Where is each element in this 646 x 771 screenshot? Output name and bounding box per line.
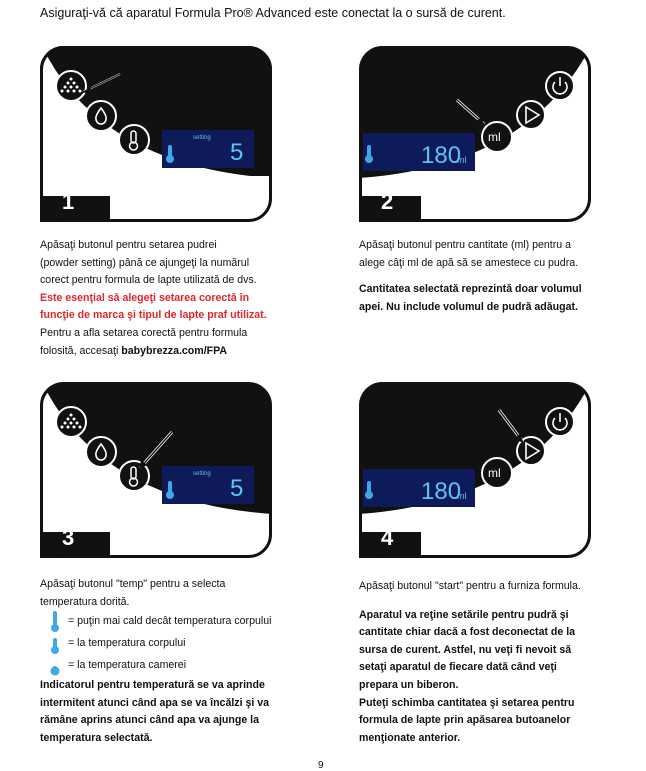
warning-line: funcţie de marca şi tipul de lapte praf …	[40, 309, 267, 322]
warning-line: Este esenţial să alegeţi setarea corectă…	[40, 291, 250, 304]
text-line: Apăsaţi butonul "temp" pentru a selecta	[40, 578, 226, 590]
text-line: Apăsaţi butonul pentru cantitate (ml) pe…	[359, 239, 571, 251]
panel-step-4: ml 4 180 ml	[359, 382, 591, 558]
text-line: Apăsaţi butonul pentru setarea pudrei	[40, 239, 217, 251]
legend-text: = la temperatura camerei	[68, 659, 187, 672]
step-number: 4	[381, 525, 394, 550]
display-value: 5	[230, 475, 243, 502]
step-number: 1	[62, 189, 74, 214]
ml-button-label: ml	[488, 130, 501, 144]
intro-text: Asiguraţi-vă că aparatul Formula Pro® Ad…	[40, 6, 506, 20]
text-line: corect pentru formula de lapte utilizată…	[40, 274, 257, 287]
note-line: intermitent atunci când apa se va încălz…	[40, 696, 270, 709]
step-number: 2	[381, 189, 393, 214]
text-line: Pentru a afla setarea corectă pentru for…	[40, 326, 248, 339]
panel-step-2: ml 2 180 ml	[359, 46, 591, 222]
display-unit: ml	[457, 155, 467, 165]
text-line: alege câţi ml de apă să se amestece cu p…	[359, 256, 579, 269]
display-value: 180	[421, 142, 461, 169]
text-line: (powder setting) până ce ajungeţi la num…	[40, 256, 250, 269]
text-line: temperatura dorită.	[40, 595, 130, 608]
note-line: setaţi aparatul de fiecare dată când veţ…	[359, 661, 557, 674]
page-number: 9	[318, 760, 324, 771]
note-line: temperatura selectată.	[40, 731, 153, 744]
step-1-instructions: Apăsaţi butonul pentru setarea pudrei (p…	[40, 237, 310, 360]
note-line: sursa de curent. Astfel, nu veţi fi nevo…	[359, 643, 572, 656]
step-4-instructions: Apăsaţi butonul "start" pentru a furniza…	[359, 578, 634, 747]
legend-row-warm: = puţin mai cald decât temperatura corpu…	[48, 611, 315, 633]
legend-text: = la temperatura corpului	[68, 637, 186, 650]
display-value: 5	[230, 139, 243, 166]
panel-step-3: 3 setting 5	[40, 382, 272, 558]
legend-row-body: = la temperatura corpului	[48, 633, 315, 655]
step-number: 3	[62, 525, 74, 550]
note-line: menţionate anterior.	[359, 731, 461, 744]
step-3-instructions: Apăsaţi butonul "temp" pentru a selecta …	[40, 576, 315, 748]
note-line: Puteţi schimba cantitatea şi setarea pen…	[359, 696, 575, 709]
display-unit: ml	[457, 491, 467, 501]
legend-text: = puţin mai cald decât temperatura corpu…	[68, 615, 272, 628]
legend-row-room: = la temperatura camerei	[48, 655, 315, 677]
text-line: folosită, accesaţi	[40, 344, 122, 357]
note-line: Indicatorul pentru temperatură se va apr…	[40, 679, 265, 692]
note-line: cantitate chiar dacă a fost deconectat d…	[359, 626, 576, 639]
note-line: prepara un biberon.	[359, 678, 459, 691]
text-line: Apăsaţi butonul "start" pentru a furniza…	[359, 580, 581, 592]
thermometer-mid-icon	[48, 633, 68, 655]
setting-label: setting	[193, 471, 211, 477]
thermometer-low-icon	[48, 655, 68, 677]
step-2-instructions: Apăsaţi butonul pentru cantitate (ml) pe…	[359, 237, 629, 316]
panel-step-1: 1 setting 5	[40, 46, 272, 222]
note-line: apei. Nu include volumul de pudră adăuga…	[359, 300, 578, 313]
note-line: Aparatul va reţine setările pentru pudră…	[359, 608, 569, 621]
note-line: Cantitatea selectată reprezintă doar vol…	[359, 283, 582, 296]
website-link[interactable]: babybrezza.com/FPA	[121, 344, 228, 357]
setting-label: setting	[193, 135, 211, 141]
ml-button-label: ml	[488, 466, 501, 480]
thermometer-high-icon	[48, 611, 68, 633]
note-line: formula de lapte prin apăsarea butoanelo…	[359, 714, 571, 727]
note-line: rămâne aprins atunci când apa va ajunge …	[40, 714, 260, 727]
display-value: 180	[421, 478, 461, 505]
